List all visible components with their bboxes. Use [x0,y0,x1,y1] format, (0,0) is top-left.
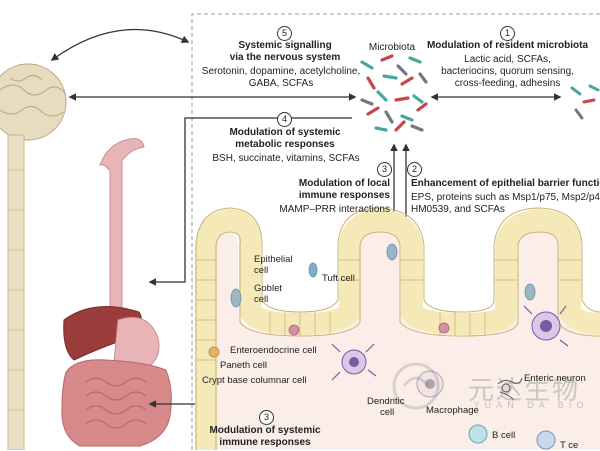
mechanism-4-detail: BSH, succinate, vitamins, SCFAs [212,153,360,164]
goblet-cell-label-line2: cell [254,294,269,305]
dendritic-cell-shape [331,343,377,381]
watermark-cn: 元达生物 [468,376,581,406]
mechanism-3-systemic-title-line2: immune responses [219,437,311,448]
mechanism-4-title-line2: metabolic responses [235,139,335,150]
goblet-cell-label-line1: Goblet [254,283,282,294]
mechanism-5-detail-line1: Serotonin, dopamine, acetylcholine, [201,66,361,77]
panel-border [191,13,600,450]
intestine-shape [61,359,172,447]
t-cell-shape [536,430,556,450]
dendritic-cell-label-line1: Dendritic [367,396,405,407]
epithelial-cell-label-line1: Epithelial [254,254,293,265]
mechanism-3-local-detail: MAMP–PRR interactions [279,204,390,215]
epithelium-band [195,208,600,450]
mechanism-3-systemic-number: 3 [259,410,274,425]
mechanism-1-detail-line1: Lactic acid, SCFAs, [464,54,551,65]
macrophage-label: Macrophage [426,405,479,416]
dendritic-cell-label-line2: cell [380,407,395,418]
watermark-en: YUAN DA BIO [474,401,589,411]
macrophage-shape [416,370,444,398]
microbiota-label: Microbiota [368,42,416,53]
mechanism-1-detail-line3: cross-feeding, adhesins [454,78,561,89]
mechanism-3-local-number: 3 [377,162,392,177]
b-cell-label: B cell [492,430,516,441]
arrow-brain-nervous [50,28,190,61]
mechanism-4-number: 4 [277,112,292,127]
mechanism-2-detail-line2: HM0539, and SCFAs [411,204,505,215]
mechanism-5-title-line1: Systemic signalling [238,40,332,51]
enteroendocrine-cell-label: Enteroendocrine cell [230,345,317,356]
microbiota-cluster [360,54,428,132]
enteric-neuron-shape [497,377,523,401]
mechanism-5-title-line2: via the nervous system [229,52,341,63]
brain-spine-illustration [0,63,67,450]
mechanism-1-detail-line2: bacteriocins, quorum sensing, [441,66,574,77]
oesophagus-shape [99,138,145,322]
brain-shape [0,63,67,141]
tuft-cell-shape [308,262,318,278]
enteroendocrine-cell-shape [288,324,300,336]
mechanism-3-systemic-title-line1: Modulation of systemic [209,425,321,436]
immune-cell-right [523,305,569,347]
epithelial-cell-label-line2: cell [254,265,269,276]
mechanism-5-detail-line2: GABA, SCFAs [248,78,314,89]
mechanism-2-detail-line1: EPS, proteins such as Msp1/p75, Msp2/p40… [411,192,600,203]
spinal-cord [7,134,25,450]
arrow-metabolic [148,117,352,286]
tuft-cell-label: Tuft cell [322,273,355,284]
paneth-cell-label: Paneth cell [220,360,268,371]
mechanism-5-number: 5 [277,26,292,41]
watermark-logo [392,362,440,410]
b-cell-shape [468,424,488,444]
microbiota-cluster-right [570,84,600,120]
enteric-neuron-label: Enteric neuron [524,373,586,384]
mechanism-3-local-title-line1: Modulation of local [298,178,390,189]
t-cell-label: T ce [560,440,579,451]
mechanism-1-number: 1 [500,26,515,41]
paneth-cell-shape [208,346,220,358]
mechanism-4-title-line1: Modulation of systemic [229,127,341,138]
gut-epithelium [195,207,600,450]
digestive-tract-illustration [61,138,172,447]
lamina-propria [196,230,600,450]
crypt-base-columnar-cell-label: Crypt base columnar cell [202,375,307,386]
mechanism-2-number: 2 [407,162,422,177]
mechanism-2-title: Enhancement of epithelial barrier functi… [411,178,600,189]
mechanism-1-title: Modulation of resident microbiota [426,40,589,51]
goblet-cell-shape [230,288,242,308]
mechanism-3-local-title-line2: immune responses [298,190,390,201]
